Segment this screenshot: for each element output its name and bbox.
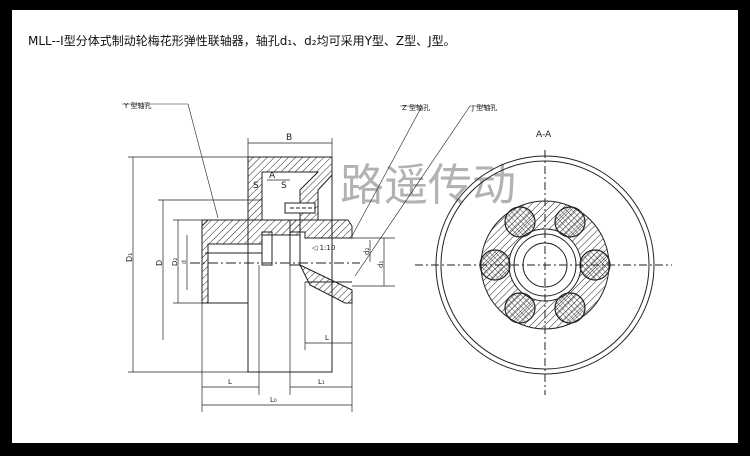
z-bore-label: Z 型轴孔	[402, 103, 430, 112]
drawing-title: MLL--Ⅰ型分体式制动轮梅花形弹性联轴器，轴孔d₁、d₂均可采用Y型、Z型、J…	[28, 34, 456, 48]
elastic-element	[554, 292, 586, 324]
dim-s2: S	[281, 181, 287, 191]
dim-D: D	[155, 260, 164, 266]
dim-L-right: L	[325, 334, 329, 342]
dimension-labels: Y 型轴孔 Z 型轴孔 J 型轴孔 A-A B A S S ◁ 1:10 D₁ …	[123, 101, 552, 404]
dim-s1: S	[253, 181, 259, 191]
dim-L-left: L	[228, 378, 232, 386]
elastic-element	[554, 206, 586, 238]
side-section-view	[122, 103, 492, 412]
section-marker-a: A	[269, 171, 276, 181]
dim-L0: L₀	[270, 396, 277, 404]
dim-L1: L₁	[318, 378, 325, 386]
dim-d1: d₁	[377, 261, 385, 268]
dim-b: B	[286, 133, 292, 143]
aa-section-view	[415, 150, 672, 395]
j-bore-label: J 型轴孔	[471, 103, 497, 112]
elastic-element	[504, 206, 536, 238]
dim-D1: D₁	[125, 253, 134, 262]
section-label: A-A	[536, 130, 552, 140]
taper-ratio: ◁ 1:10	[312, 244, 335, 252]
dim-d2: d₂	[363, 248, 371, 255]
y-bore-label: Y 型轴孔	[123, 101, 152, 110]
dim-D2: D₂	[171, 258, 179, 266]
elastic-element	[504, 292, 536, 324]
dim-d: d	[181, 260, 188, 264]
